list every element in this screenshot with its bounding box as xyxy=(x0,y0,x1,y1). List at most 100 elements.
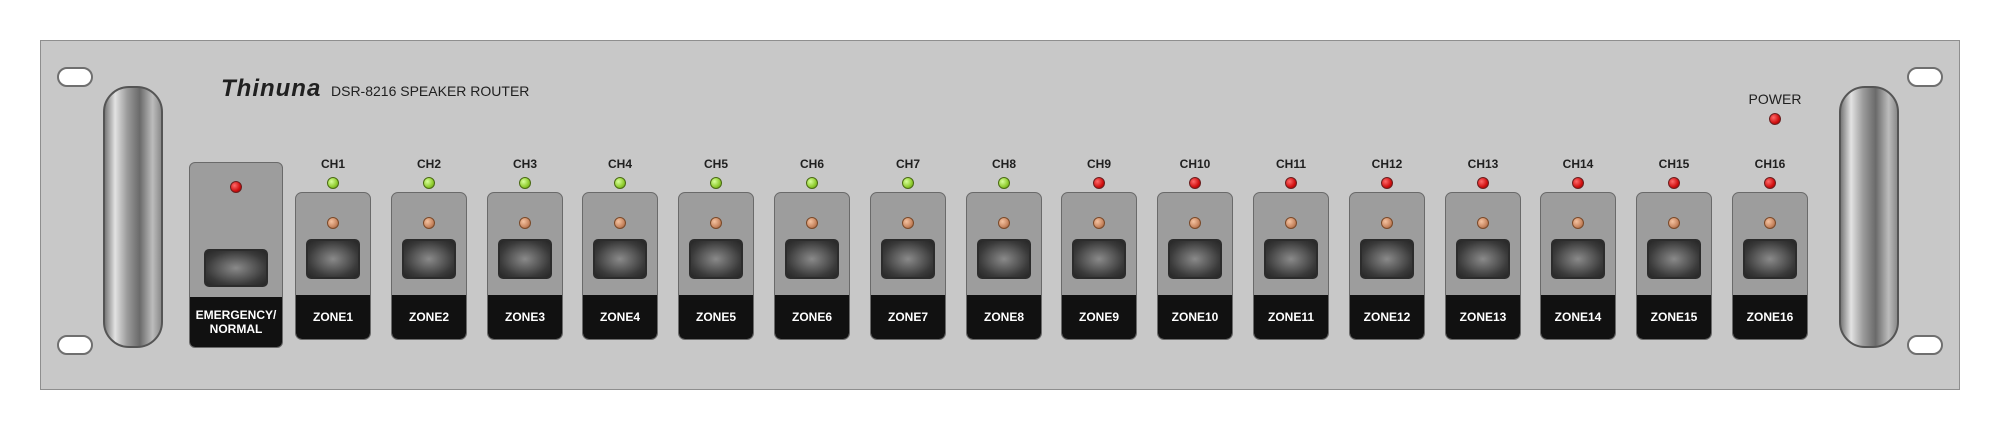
zone-label: ZONE6 xyxy=(775,295,849,339)
zone-button[interactable]: ZONE16 xyxy=(1732,192,1808,340)
channel-status-led xyxy=(1572,177,1584,189)
channel-status-led xyxy=(1764,177,1776,189)
zone-label: ZONE2 xyxy=(392,295,466,339)
zone-label: ZONE4 xyxy=(583,295,657,339)
zone-indicator-led xyxy=(519,217,531,229)
zone-indicator-led xyxy=(806,217,818,229)
zone-label: ZONE9 xyxy=(1062,295,1136,339)
zone-button[interactable]: ZONE2 xyxy=(391,192,467,340)
zone-button[interactable]: ZONE14 xyxy=(1540,192,1616,340)
channel-label: CH5 xyxy=(703,157,728,171)
zone-indicator-led xyxy=(423,217,435,229)
zone-label: ZONE14 xyxy=(1541,295,1615,339)
power-label: POWER xyxy=(1748,91,1802,107)
channel-label: CH14 xyxy=(1562,157,1594,171)
zone-switch[interactable] xyxy=(785,239,839,279)
zone-indicator-led xyxy=(1285,217,1297,229)
power-led xyxy=(1769,113,1781,125)
channel-label: CH15 xyxy=(1658,157,1690,171)
channel-label: CH6 xyxy=(799,157,824,171)
channel-status-led xyxy=(1093,177,1105,189)
zone-switch[interactable] xyxy=(1647,239,1701,279)
channel-status-led xyxy=(1668,177,1680,189)
zone-button[interactable]: ZONE15 xyxy=(1636,192,1712,340)
channel-status-led xyxy=(614,177,626,189)
zone-button[interactable]: ZONE3 xyxy=(487,192,563,340)
emergency-label-line2: NORMAL xyxy=(209,322,263,336)
zone-indicator-led xyxy=(1572,217,1584,229)
zone-switch[interactable] xyxy=(1168,239,1222,279)
zone-indicator-led xyxy=(614,217,626,229)
channel-label: CH2 xyxy=(416,157,441,171)
channel-status-led xyxy=(710,177,722,189)
channel-status-led xyxy=(902,177,914,189)
zone-label: ZONE16 xyxy=(1733,295,1807,339)
zone-switch[interactable] xyxy=(1360,239,1414,279)
zone-button[interactable]: ZONE11 xyxy=(1253,192,1329,340)
channel-label: CH7 xyxy=(895,157,920,171)
emergency-label: EMERGENCY/ NORMAL xyxy=(190,297,282,347)
zone-label: ZONE15 xyxy=(1637,295,1711,339)
zone-indicator-led xyxy=(902,217,914,229)
channel-label: CH10 xyxy=(1179,157,1211,171)
zone-button[interactable]: ZONE12 xyxy=(1349,192,1425,340)
zone-switch[interactable] xyxy=(689,239,743,279)
rack-mount-hole-bottom-right xyxy=(1907,335,1943,355)
zone-switch[interactable] xyxy=(977,239,1031,279)
zone-button[interactable]: ZONE13 xyxy=(1445,192,1521,340)
zone-indicator-led xyxy=(1477,217,1489,229)
zone-label: ZONE11 xyxy=(1254,295,1328,339)
zone-indicator-led xyxy=(1093,217,1105,229)
channel-status-led xyxy=(519,177,531,189)
zone-label: ZONE5 xyxy=(679,295,753,339)
zone-indicator-led xyxy=(327,217,339,229)
zone-button[interactable]: ZONE6 xyxy=(774,192,850,340)
channel-label: CH11 xyxy=(1275,157,1307,171)
zone-button[interactable]: ZONE8 xyxy=(966,192,1042,340)
channel-label: CH1 xyxy=(320,157,345,171)
channel-label: CH3 xyxy=(512,157,537,171)
emergency-led xyxy=(230,181,242,193)
zone-switch[interactable] xyxy=(1072,239,1126,279)
channel-label: CH12 xyxy=(1371,157,1403,171)
zone-indicator-led xyxy=(998,217,1010,229)
zone-switch[interactable] xyxy=(402,239,456,279)
zone-switch[interactable] xyxy=(1551,239,1605,279)
zone-button[interactable]: ZONE9 xyxy=(1061,192,1137,340)
zone-switch[interactable] xyxy=(1743,239,1797,279)
right-handle[interactable] xyxy=(1839,86,1899,348)
brand-logo: Thinuna xyxy=(221,75,322,102)
rack-front-panel: Thinuna DSR-8216 SPEAKER ROUTER POWER EM… xyxy=(40,40,1960,390)
zone-switch[interactable] xyxy=(1264,239,1318,279)
zone-button[interactable]: ZONE5 xyxy=(678,192,754,340)
zone-switch[interactable] xyxy=(881,239,935,279)
channel-status-led xyxy=(1477,177,1489,189)
zone-label: ZONE8 xyxy=(967,295,1041,339)
model-name: DSR-8216 SPEAKER ROUTER xyxy=(331,83,530,99)
zone-switch[interactable] xyxy=(306,239,360,279)
zone-switch[interactable] xyxy=(593,239,647,279)
zone-indicator-led xyxy=(1668,217,1680,229)
zone-switch[interactable] xyxy=(1456,239,1510,279)
zone-button[interactable]: ZONE1 xyxy=(295,192,371,340)
rack-mount-hole-top-left xyxy=(57,67,93,87)
rack-mount-hole-top-right xyxy=(1907,67,1943,87)
zone-label: ZONE10 xyxy=(1158,295,1232,339)
zone-label: ZONE13 xyxy=(1446,295,1520,339)
channel-status-led xyxy=(1285,177,1297,189)
zone-label: ZONE1 xyxy=(296,295,370,339)
emergency-normal-button[interactable]: EMERGENCY/ NORMAL xyxy=(189,162,283,348)
zone-switch[interactable] xyxy=(498,239,552,279)
zone-indicator-led xyxy=(710,217,722,229)
zone-indicator-led xyxy=(1381,217,1393,229)
rack-mount-hole-bottom-left xyxy=(57,335,93,355)
left-handle[interactable] xyxy=(103,86,163,348)
zone-label: ZONE3 xyxy=(488,295,562,339)
zone-button[interactable]: ZONE4 xyxy=(582,192,658,340)
zone-button[interactable]: ZONE7 xyxy=(870,192,946,340)
channel-status-led xyxy=(423,177,435,189)
zone-button[interactable]: ZONE10 xyxy=(1157,192,1233,340)
channel-label: CH13 xyxy=(1467,157,1499,171)
zone-indicator-led xyxy=(1189,217,1201,229)
emergency-switch[interactable] xyxy=(204,249,268,287)
